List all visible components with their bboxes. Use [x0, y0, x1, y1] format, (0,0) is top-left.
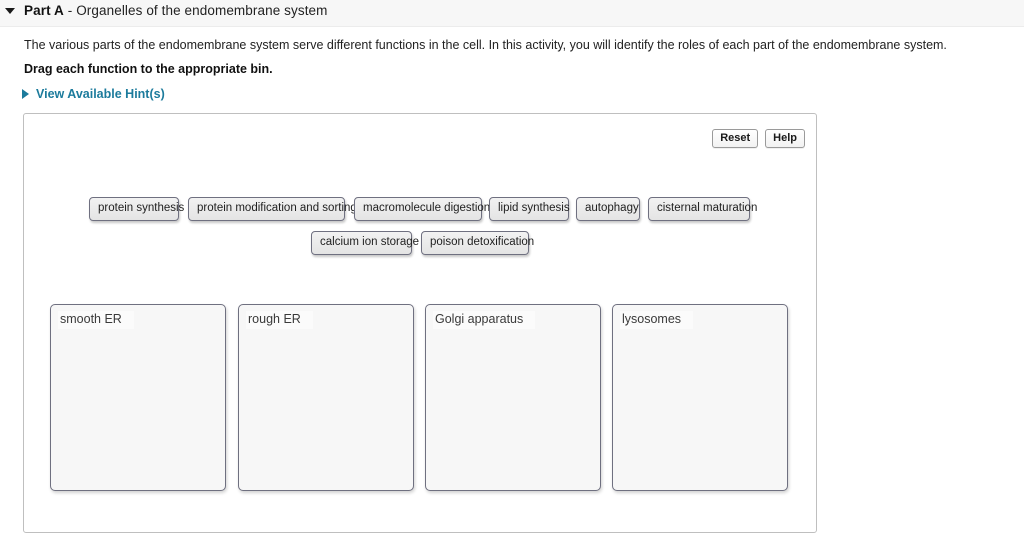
draggable-tile[interactable]: macromolecule digestion: [354, 197, 490, 221]
part-name: Organelles of the endomembrane system: [76, 3, 328, 18]
drop-bin-label: Golgi apparatus: [433, 311, 536, 329]
part-separator: -: [63, 3, 77, 18]
part-label: Part A: [24, 3, 64, 18]
drop-bin[interactable]: lysosomes: [612, 304, 788, 491]
draggable-tile[interactable]: poison detoxification: [421, 231, 534, 255]
panel-toolbar: Reset Help: [712, 129, 805, 148]
part-header-bar[interactable]: Part A - Organelles of the endomembrane …: [0, 0, 1024, 27]
instruction-text: Drag each function to the appropriate bi…: [24, 62, 273, 76]
draggable-tile[interactable]: autophagy: [576, 197, 640, 221]
view-hints-link[interactable]: View Available Hint(s): [36, 87, 165, 101]
intro-text: The various parts of the endomembrane sy…: [24, 38, 947, 52]
drop-bin-label: rough ER: [246, 311, 313, 329]
drop-bin-label: lysosomes: [620, 311, 694, 329]
drop-bin[interactable]: smooth ER: [50, 304, 226, 491]
page-title: Part A - Organelles of the endomembrane …: [24, 1, 328, 21]
drop-bin[interactable]: rough ER: [238, 304, 414, 491]
draggable-tile[interactable]: protein modification and sorting: [188, 197, 357, 221]
view-hints-row[interactable]: View Available Hint(s): [22, 87, 165, 101]
draggable-tile[interactable]: calcium ion storage: [311, 231, 419, 255]
drop-bin[interactable]: Golgi apparatus: [425, 304, 601, 491]
reset-button[interactable]: Reset: [712, 129, 759, 148]
drop-bin-label: smooth ER: [58, 311, 134, 329]
help-button[interactable]: Help: [765, 129, 805, 148]
triangle-down-icon[interactable]: [5, 8, 15, 14]
draggable-tile[interactable]: protein synthesis: [89, 197, 184, 221]
triangle-right-icon: [22, 89, 29, 99]
draggable-tile[interactable]: lipid synthesis: [489, 197, 570, 221]
draggable-tile[interactable]: cisternal maturation: [648, 197, 757, 221]
